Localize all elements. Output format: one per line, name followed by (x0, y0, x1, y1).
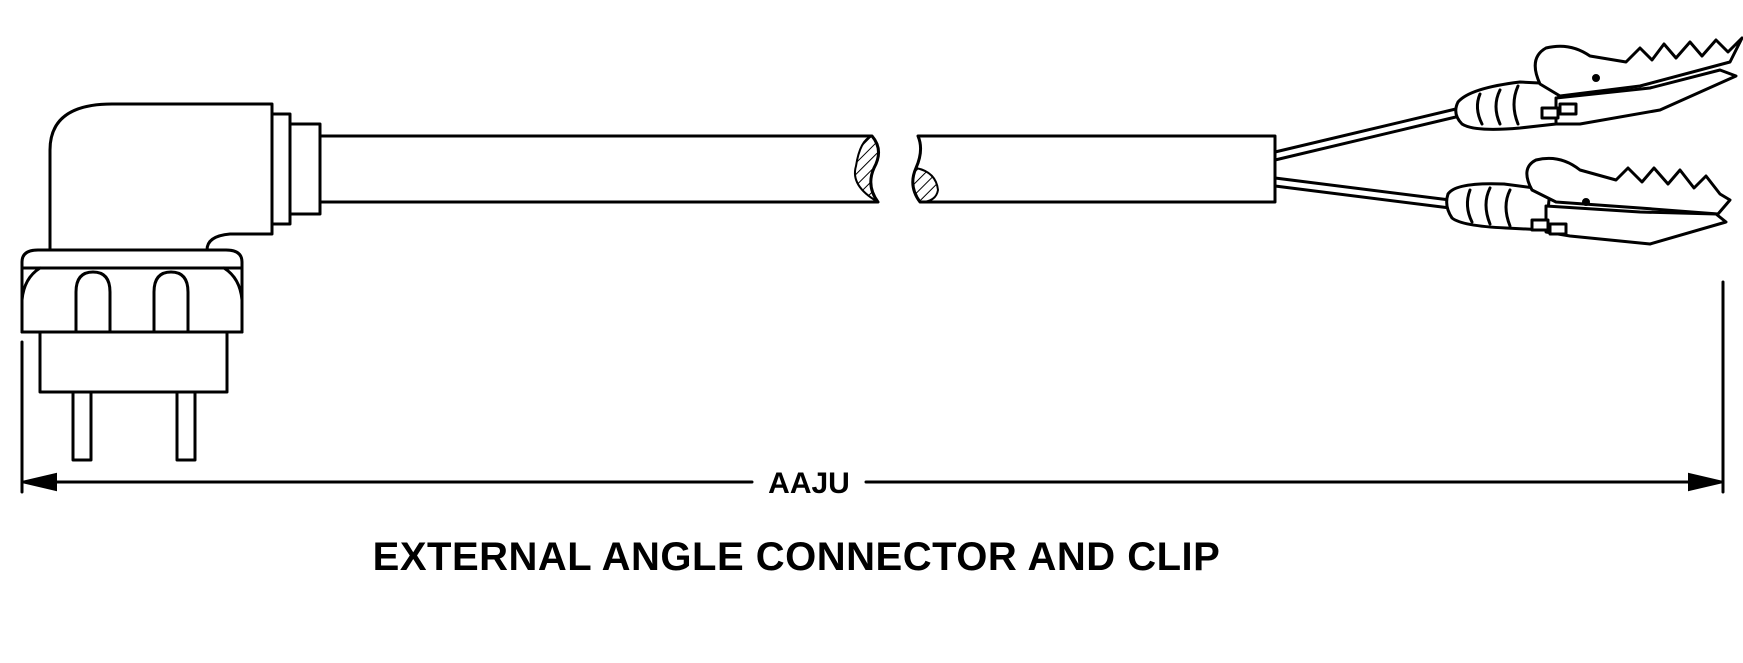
alligator-clip-upper (1454, 36, 1743, 131)
coupling-nut (20, 248, 244, 334)
angle-connector (20, 102, 322, 462)
plug-base (38, 330, 229, 394)
diagram-caption: EXTERNAL ANGLE CONNECTOR AND CLIP (372, 535, 1221, 579)
clip-upper-boot (1454, 80, 1562, 131)
dimension-label: AAJU (768, 467, 850, 500)
connector-collar (270, 112, 292, 226)
dimension-line: AAJU (20, 280, 1725, 500)
clip-lower-boot (1445, 182, 1552, 232)
clip-upper-jaw-bottom (1554, 68, 1738, 126)
connector-elbow (48, 102, 274, 252)
clip-lower-jaw-top (1525, 156, 1732, 216)
cable-break-hatch-right (911, 166, 940, 204)
dimension-arrow-left (21, 472, 57, 492)
nut-knurl (20, 266, 244, 334)
connector-ferrule (288, 122, 322, 216)
dimension-arrow-right (1688, 472, 1724, 492)
clip-leads (1273, 106, 1462, 210)
cable-left-segment (318, 134, 880, 204)
plug-pin-right (175, 390, 197, 462)
alligator-clip-lower (1445, 156, 1732, 246)
clip-upper-jaw-top (1533, 36, 1743, 98)
cable-break-hatch-left (854, 134, 880, 203)
plug-pin-left (71, 390, 93, 462)
cable-right-segment (911, 134, 1277, 204)
